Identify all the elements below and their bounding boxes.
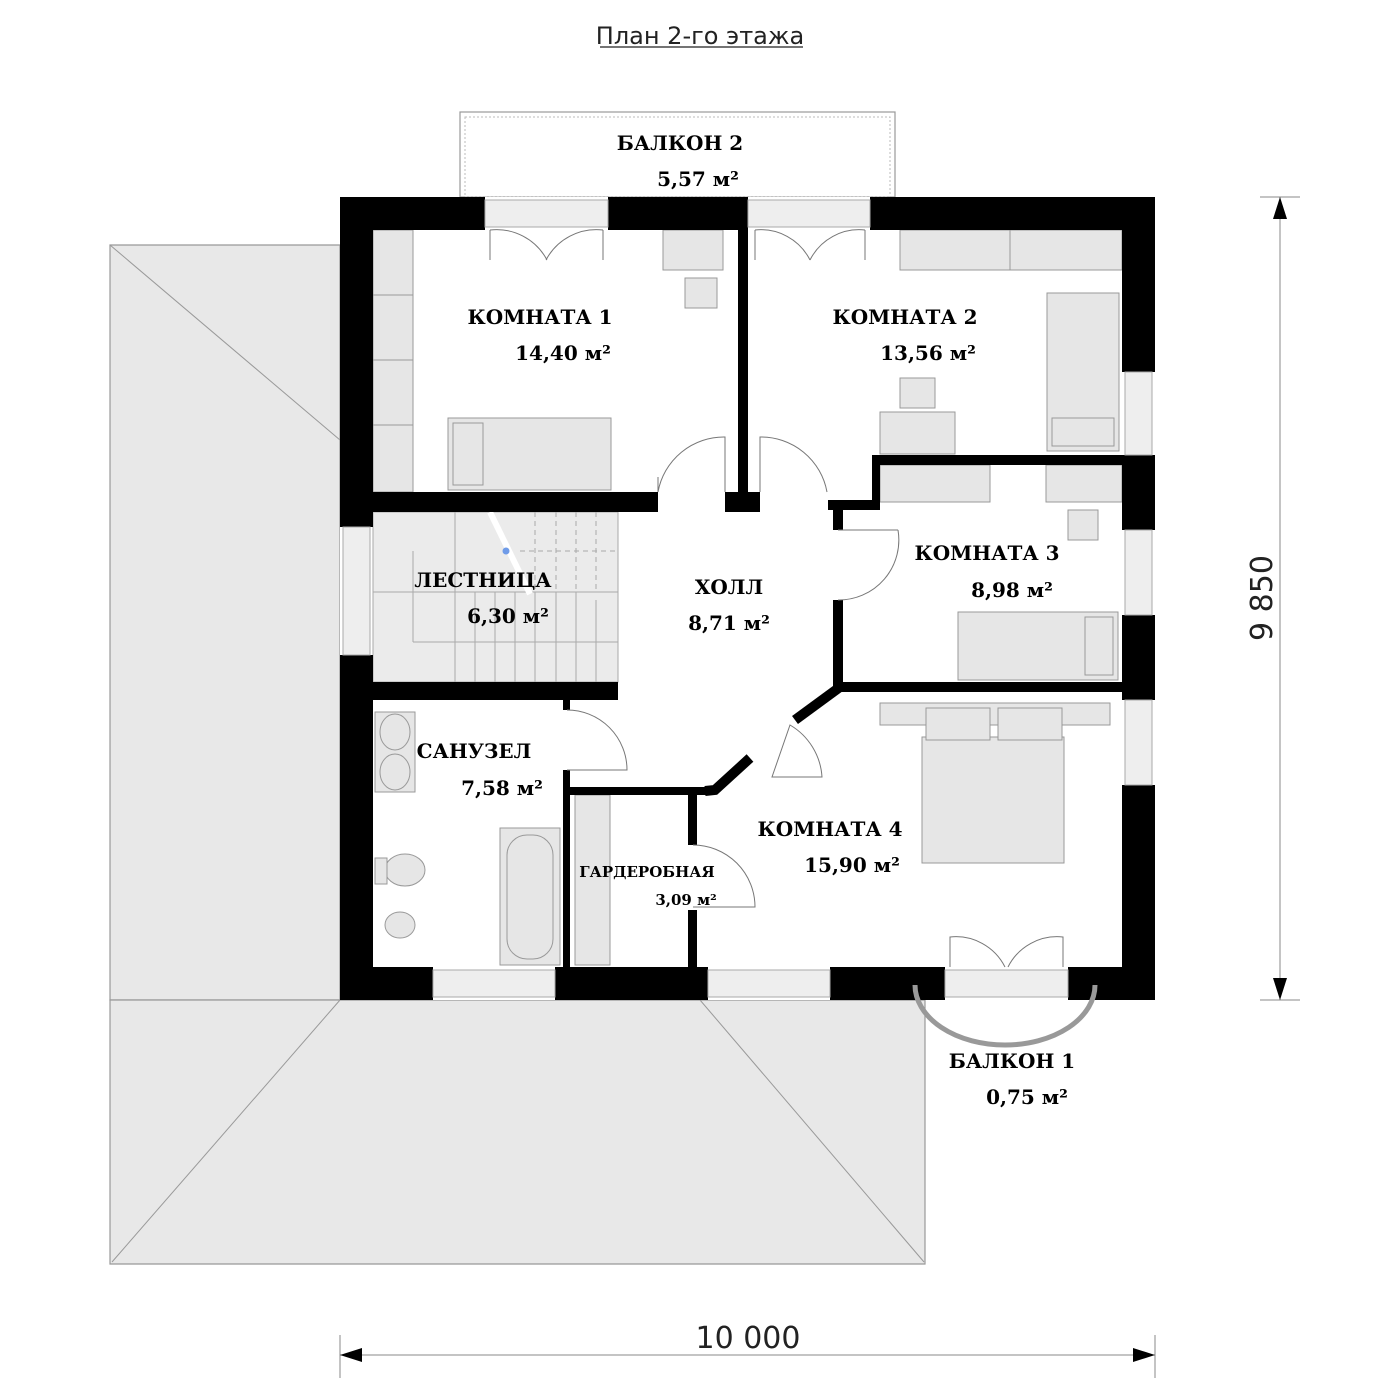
chair-room1: [684, 277, 718, 309]
room-name: ЛЕСТНИЦА: [414, 568, 552, 592]
room-name: КОМНАТА 2: [833, 305, 978, 329]
roof-left: [109, 244, 341, 1001]
balcony-2: [459, 111, 896, 198]
width-dimension: 10 000: [339, 1321, 1156, 1378]
toilet: [384, 853, 426, 887]
desk-room1: [662, 229, 724, 271]
room-area: 8,71 м²: [688, 611, 770, 635]
room-name: САНУЗЕЛ: [417, 739, 532, 763]
room-area: 0,75 м²: [986, 1085, 1068, 1109]
room-area: 14,40 м²: [515, 341, 611, 365]
room-name: БАЛКОН 1: [949, 1049, 1075, 1073]
wardrobe-dressing: [574, 794, 611, 966]
width-dimension-label: 10 000: [696, 1321, 801, 1356]
room-area: 7,58 м²: [461, 776, 543, 800]
room-labels: БАЛКОН 2 5,57 м² КОМНАТА 1 14,40 м² КОМН…: [414, 131, 1075, 1109]
height-dimension: 9 850: [1245, 196, 1300, 1001]
room-name: КОМНАТА 1: [468, 305, 613, 329]
chair-room2: [899, 377, 936, 409]
double-bed-room4: [921, 736, 1065, 864]
stair-marker-icon: [502, 547, 510, 555]
walls: [340, 197, 1155, 1000]
wardrobe-room2: [899, 229, 1123, 271]
chair-room3: [1067, 509, 1099, 541]
windows: [342, 199, 1153, 998]
room-area: 8,98 м²: [971, 578, 1053, 602]
desk-room3: [879, 464, 991, 503]
room-name: БАЛКОН 2: [617, 131, 743, 155]
cabinet-room3: [1045, 464, 1123, 503]
height-dimension-label: 9 850: [1245, 555, 1280, 641]
furniture: [372, 229, 1123, 966]
room-name: ГАРДЕРОБНАЯ: [579, 863, 714, 881]
plan-title: План 2-го этажа: [596, 22, 804, 50]
room-area: 15,90 м²: [804, 853, 900, 877]
desk-room2: [879, 411, 956, 455]
room-area: 13,56 м²: [880, 341, 976, 365]
room-area: 5,57 м²: [657, 167, 739, 191]
room-area: 3,09 м²: [655, 891, 716, 909]
staircase: [372, 510, 619, 683]
balcony-1-railing: [912, 984, 1098, 1048]
room-name: КОМНАТА 4: [758, 817, 903, 841]
room-area: 6,30 м²: [467, 604, 549, 628]
bidet: [384, 911, 416, 939]
shelf-room4: [879, 702, 1111, 726]
room-name: ХОЛЛ: [695, 575, 763, 599]
wardrobe-room1: [372, 229, 414, 493]
roof-bottom: [109, 999, 926, 1265]
room-name: КОМНАТА 3: [915, 541, 1060, 565]
doors: [489, 229, 1098, 1048]
